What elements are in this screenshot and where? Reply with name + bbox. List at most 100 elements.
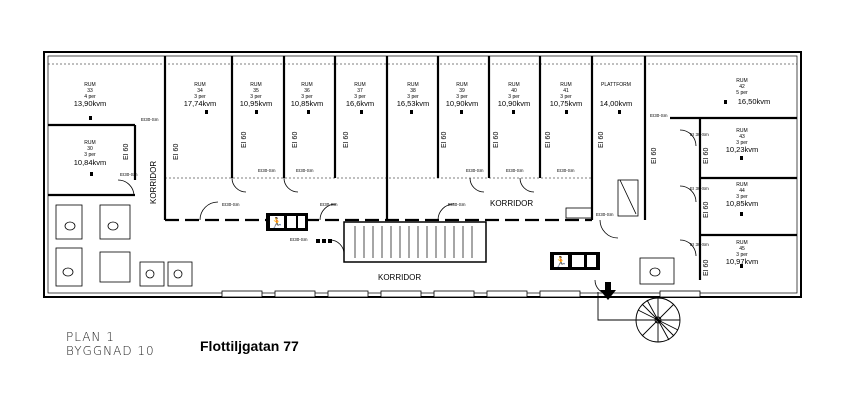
svg-text:RUM: RUM — [250, 82, 261, 88]
svg-text:EI 60: EI 60 — [651, 148, 658, 164]
svg-text:42: 42 — [739, 84, 745, 90]
svg-text:EI 60: EI 60 — [241, 132, 248, 148]
svg-text:EI 60: EI 60 — [598, 132, 605, 148]
exit-arrow — [316, 239, 616, 300]
exit-sign-2: 🏃 — [550, 252, 600, 270]
svg-text:16,50kvm: 16,50kvm — [738, 97, 771, 106]
toilet-rooms — [55, 204, 675, 287]
svg-text:45: 45 — [739, 246, 745, 252]
svg-text:36: 36 — [304, 88, 310, 94]
svg-text:10,85kvm: 10,85kvm — [726, 199, 759, 208]
svg-text:EI 30-Sm: EI 30-Sm — [690, 186, 709, 191]
svg-text:EI30-Sm: EI30-Sm — [296, 168, 314, 173]
svg-text:EI30-Sm: EI30-Sm — [596, 212, 614, 217]
svg-text:EI30-Sm: EI30-Sm — [222, 202, 240, 207]
svg-text:RUM: RUM — [194, 82, 205, 88]
svg-text:EI 60: EI 60 — [343, 132, 350, 148]
svg-text:35: 35 — [253, 88, 259, 94]
corridor-label-vertical: KORRIDOR — [149, 161, 158, 204]
svg-text:17,74kvm: 17,74kvm — [184, 99, 217, 108]
svg-text:3 per: 3 per — [250, 94, 262, 100]
svg-text:10,95kvm: 10,95kvm — [240, 99, 273, 108]
svg-text:EI30-Sm: EI30-Sm — [557, 168, 575, 173]
svg-text:EI30-Sm: EI30-Sm — [141, 117, 159, 122]
svg-text:10,85kvm: 10,85kvm — [291, 99, 324, 108]
svg-text:EI 60: EI 60 — [173, 144, 180, 160]
room-35: RUM 35 3 per 10,95kvm — [240, 82, 273, 108]
svg-text:39: 39 — [459, 88, 465, 94]
room-39: RUM 39 3 per 10,90kvm — [446, 82, 479, 108]
svg-text:RUM: RUM — [736, 240, 747, 246]
address-title: Flottiljgatan 77 — [200, 338, 299, 354]
svg-text:16,53kvm: 16,53kvm — [397, 99, 430, 108]
svg-text:34: 34 — [197, 88, 203, 94]
svg-text:10,23kvm: 10,23kvm — [726, 145, 759, 154]
svg-text:EI30-Sm: EI30-Sm — [506, 168, 524, 173]
room-area: 13,90kvm — [74, 99, 107, 108]
plan-label: PLAN 1 BYGGNAD 10 — [66, 330, 155, 358]
svg-text:EI 60: EI 60 — [123, 144, 130, 160]
svg-text:3 per: 3 per — [736, 194, 748, 200]
svg-text:16,6kvm: 16,6kvm — [346, 99, 374, 108]
svg-text:3 per: 3 per — [456, 94, 468, 100]
spiral-stair — [597, 292, 681, 343]
svg-text:10,84kvm: 10,84kvm — [74, 158, 107, 167]
svg-text:10,90kvm: 10,90kvm — [446, 99, 479, 108]
svg-text:14,00kvm: 14,00kvm — [600, 99, 633, 108]
svg-text:41: 41 — [563, 88, 569, 94]
room-33: RUM 33 4 per 13,90kvm — [74, 82, 107, 108]
room-number: 33 — [87, 88, 93, 94]
room-persons: 4 per — [84, 94, 96, 100]
room-45: RUM 45 3 per 10,97kvm — [726, 240, 759, 266]
room-44: RUM 44 3 per 10,85kvm — [726, 182, 759, 208]
svg-text:EI 60: EI 60 — [703, 148, 710, 164]
svg-text:EI30-Sm: EI30-Sm — [448, 202, 466, 207]
room-34: RUM 34 3 per 17,74kvm — [184, 82, 217, 108]
door-ratings: EI30-Sm EI30-Sm EI30-Sm EI30-Sm EI30-Sm … — [120, 113, 709, 247]
svg-text:43: 43 — [739, 134, 745, 140]
svg-text:40: 40 — [511, 88, 517, 94]
svg-text:RUM: RUM — [301, 82, 312, 88]
svg-text:3 per: 3 per — [301, 94, 313, 100]
room-36: RUM 36 3 per 10,85kvm — [291, 82, 324, 108]
svg-text:RUM: RUM — [736, 78, 747, 84]
room-prefix: RUM — [84, 82, 95, 88]
room-30: RUM 30 3 per 10,84kvm — [74, 140, 107, 167]
svg-text:EI 60: EI 60 — [441, 132, 448, 148]
room-41: RUM 41 3 per 10,75kvm — [550, 82, 583, 108]
svg-text:RUM: RUM — [456, 82, 467, 88]
svg-text:EI 30-Sm: EI 30-Sm — [690, 132, 709, 137]
svg-text:EI30-Sm: EI30-Sm — [466, 168, 484, 173]
svg-text:EI30-Sm: EI30-Sm — [290, 237, 308, 242]
svg-text:3 per: 3 per — [354, 94, 366, 100]
svg-text:10,90kvm: 10,90kvm — [498, 99, 531, 108]
svg-text:10,97kvm: 10,97kvm — [726, 257, 759, 266]
room-markers — [89, 100, 743, 268]
svg-text:3 per: 3 per — [407, 94, 419, 100]
svg-text:EI30-Sm: EI30-Sm — [120, 172, 138, 177]
building-number: BYGGNAD 10 — [66, 344, 155, 358]
staircase — [343, 221, 487, 263]
partition-lines — [48, 63, 797, 179]
svg-text:RUM: RUM — [560, 82, 571, 88]
svg-text:EI 60: EI 60 — [292, 132, 299, 148]
svg-text:EI 60: EI 60 — [703, 260, 710, 276]
svg-text:🏃: 🏃 — [271, 216, 283, 229]
exit-sign-1: 🏃 — [266, 213, 308, 231]
room-42: RUM 42 5 per 16,50kvm — [736, 78, 770, 106]
room-40: RUM 40 3 per 10,90kvm — [498, 82, 531, 108]
platform-lift — [565, 179, 639, 219]
svg-text:3 per: 3 per — [508, 94, 520, 100]
svg-text:RUM: RUM — [354, 82, 365, 88]
svg-text:RUM: RUM — [736, 182, 747, 188]
svg-text:EI30-Sm: EI30-Sm — [258, 168, 276, 173]
svg-text:38: 38 — [410, 88, 416, 94]
svg-text:RUM: RUM — [84, 140, 95, 146]
svg-text:37: 37 — [357, 88, 363, 94]
svg-text:EI 60: EI 60 — [545, 132, 552, 148]
svg-text:EI30-Sm: EI30-Sm — [650, 113, 668, 118]
corridor-label-middle: KORRIDOR — [490, 199, 533, 208]
svg-text:3 per: 3 per — [84, 152, 96, 158]
svg-text:EI 30-Sm: EI 30-Sm — [690, 242, 709, 247]
svg-text:🏃: 🏃 — [555, 255, 567, 268]
